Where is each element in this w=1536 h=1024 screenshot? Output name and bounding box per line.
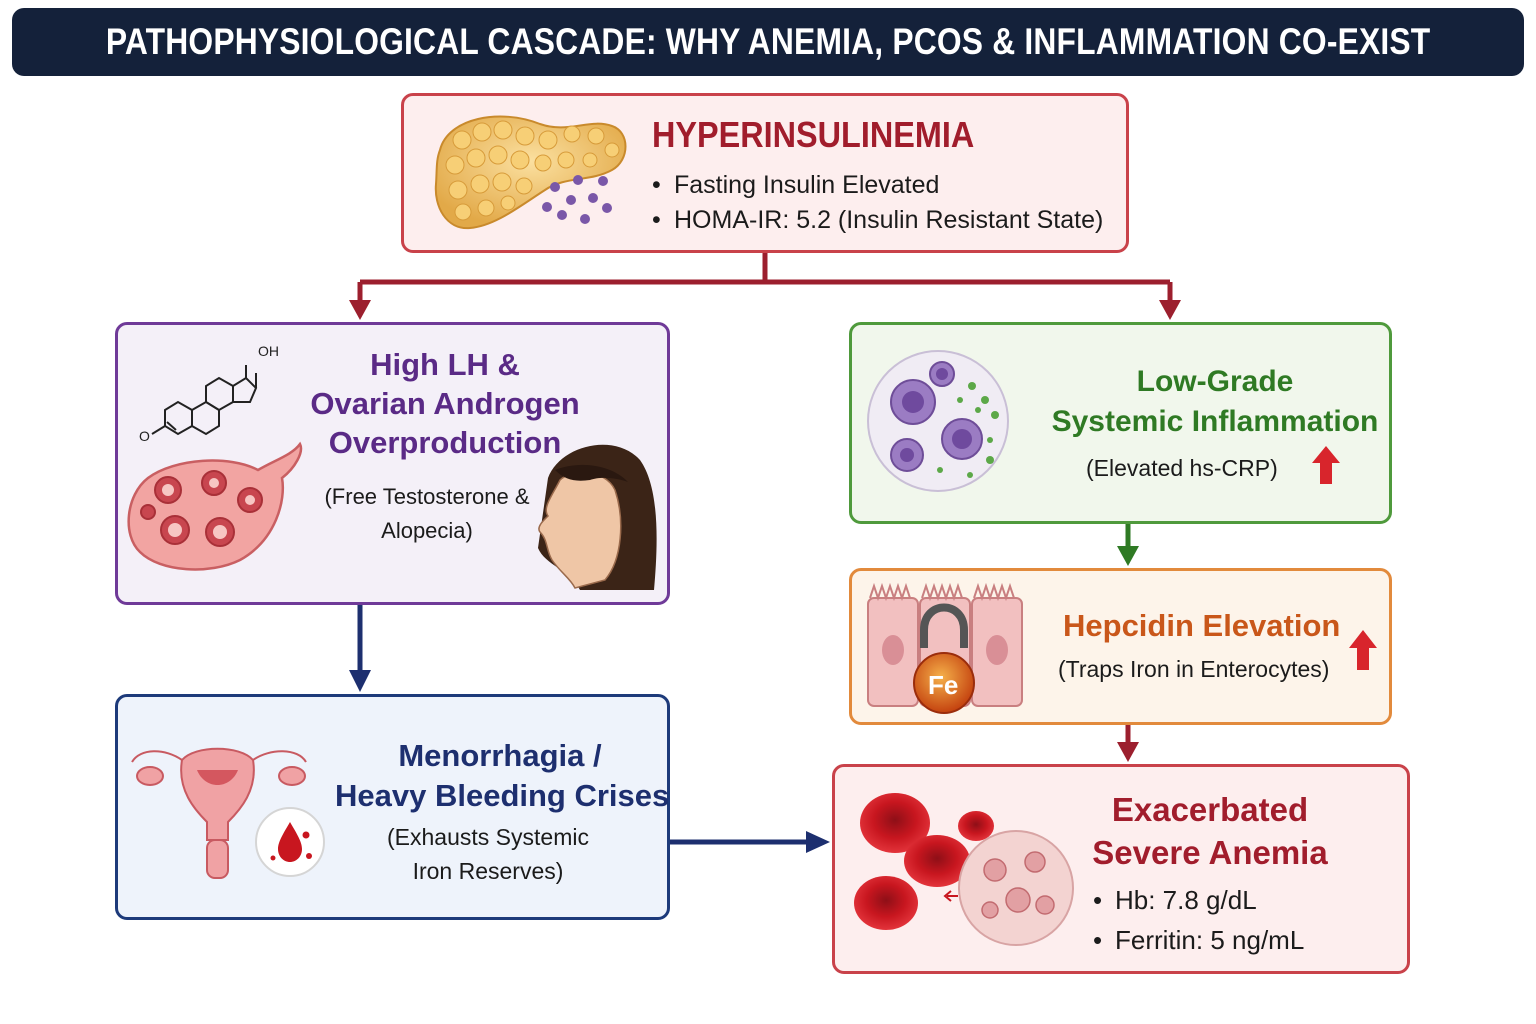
hepcidin-detail: (Traps Iron in Enterocytes) [1058, 656, 1330, 682]
inflammation-heading: Low-Grade Systemic Inflammation [1040, 362, 1390, 442]
woman-profile-icon [538, 444, 657, 590]
hs-crp-up-arrow-icon [1312, 446, 1340, 484]
enterocyte-lock-icon [867, 582, 1023, 714]
hyperinsulinemia-heading-text: HYPERINSULINEMIA [652, 114, 975, 155]
hyperinsulinemia-bullets: Fasting Insulin Elevated HOMA-IR: 5.2 (I… [652, 168, 1103, 238]
edge-lh-to-menorrhagia [349, 605, 371, 692]
anemia-heading-line-1: Exacerbated [1111, 791, 1309, 828]
inflammation-detail: (Elevated hs-CRP) [1086, 455, 1278, 481]
menorrhagia-heading-line-2: Heavy Bleeding Crises [335, 778, 670, 813]
inflammation-heading-line-2: Systemic Inflammation [1051, 405, 1379, 438]
edge-menorrhagia-to-anemia [670, 831, 830, 853]
menorrhagia-detail: (Exhausts Systemic Iron Reserves) [370, 820, 606, 888]
title-bar: PATHOPHYSIOLOGICAL CASCADE: WHY ANEMIA, … [12, 8, 1524, 76]
blood-drop-icon [255, 807, 325, 877]
lh-detail-line-2: Alopecia) [381, 518, 473, 543]
bullet-fasting-insulin: Fasting Insulin Elevated [652, 168, 1103, 203]
pancreas-icon [434, 115, 627, 230]
lh-heading: High LH & Ovarian Androgen Overproductio… [300, 345, 590, 462]
lock-fe-label: Fe [928, 670, 958, 700]
lh-heading-line-2: Ovarian Androgen [310, 386, 580, 421]
anemia-heading-line-2: Severe Anemia [1092, 834, 1328, 871]
arrowhead-to-lh [349, 300, 371, 320]
polycystic-ovary-icon [127, 441, 303, 571]
hyperinsulinemia-heading: HYPERINSULINEMIA [652, 114, 1010, 156]
molecule-o-label: O [139, 428, 150, 444]
arrowhead-to-inflammation [1159, 300, 1181, 320]
testosterone-molecule-icon [151, 365, 258, 436]
red-blood-cells-icon [854, 793, 1074, 946]
bullet-ferritin: Ferritin: 5 ng/mL [1093, 920, 1304, 960]
menorrhagia-detail-line-2: Iron Reserves) [412, 858, 564, 884]
edge-inflammation-to-hepcidin [1117, 524, 1139, 566]
uterus-icon [131, 747, 307, 879]
lh-heading-line-1: High LH & [370, 347, 520, 382]
molecule-oh-label: OH [258, 343, 279, 359]
menorrhagia-heading: Menorrhagia / Heavy Bleeding Crises [335, 736, 670, 816]
page-title: PATHOPHYSIOLOGICAL CASCADE: WHY ANEMIA, … [105, 21, 1431, 62]
menorrhagia-heading-line-1: Menorrhagia / [398, 738, 602, 773]
anemia-heading: Exacerbated Severe Anemia [1080, 788, 1340, 874]
edge-hyper-to-lh-inflammation [357, 253, 1173, 302]
hepcidin-heading: Hepcidin Elevation [1063, 608, 1341, 643]
bullet-hb: Hb: 7.8 g/dL [1093, 880, 1304, 920]
hepcidin-up-arrow-icon [1349, 630, 1377, 670]
lh-detail: (Free Testosterone & Alopecia) [314, 480, 540, 548]
bullet-homa-ir: HOMA-IR: 5.2 (Insulin Resistant State) [652, 203, 1103, 238]
menorrhagia-detail-line-1: (Exhausts Systemic [387, 824, 589, 850]
edge-hepcidin-to-anemia [1117, 725, 1139, 762]
anemia-bullets: Hb: 7.8 g/dL Ferritin: 5 ng/mL [1093, 880, 1304, 960]
inflammation-heading-line-1: Low-Grade [1136, 365, 1294, 398]
lh-detail-line-1: (Free Testosterone & [324, 484, 530, 509]
immune-cells-icon [867, 350, 1009, 492]
lh-heading-line-3: Overproduction [328, 425, 562, 460]
